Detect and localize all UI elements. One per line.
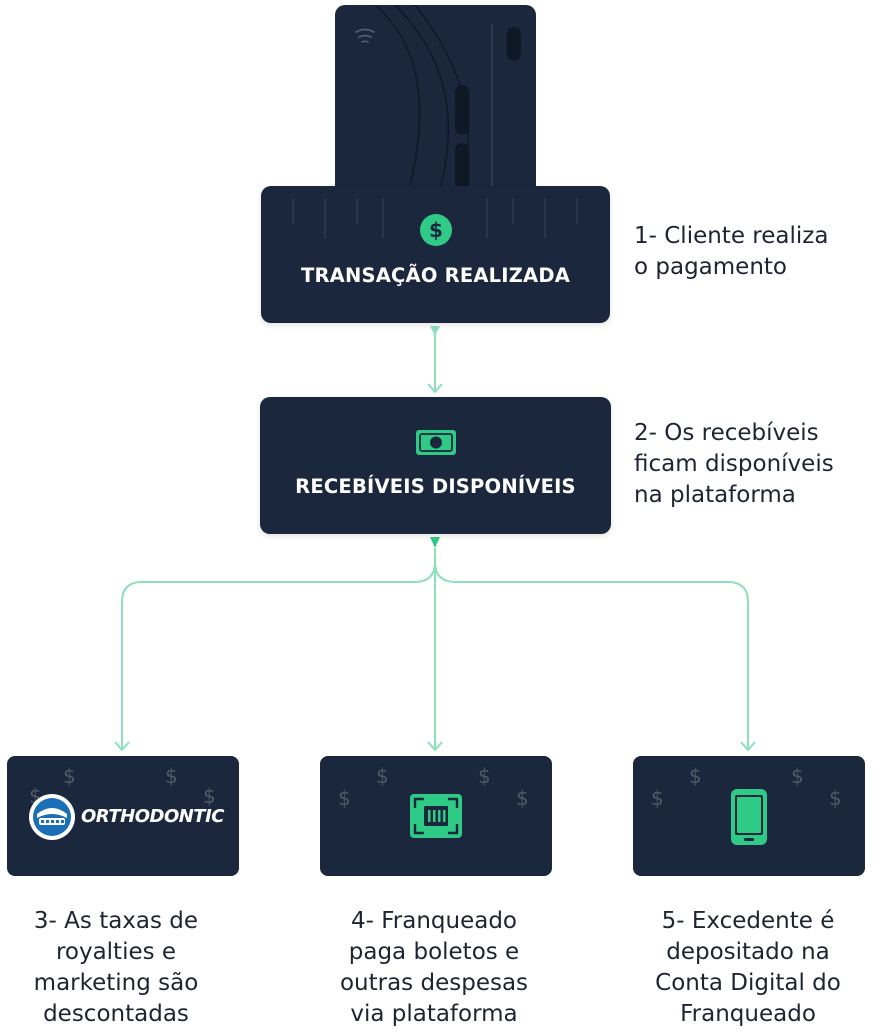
ruler-ticks <box>292 198 578 238</box>
step-4-note: 4- Franqueado paga boletos e outras desp… <box>339 908 529 1027</box>
dollar-decor-icon: $ <box>651 786 664 810</box>
dollar-decor-icon: $ <box>829 786 842 810</box>
receivables-step-box: RECEBÍVEIS DISPONÍVEIS <box>260 397 611 534</box>
step-1-note: 1- Cliente realiza o pagamento <box>634 223 829 280</box>
card-reader-illustration <box>355 5 521 205</box>
banknote-icon <box>416 430 456 455</box>
transaction-step-box: $ TRANSAÇÃO REALIZADA <box>261 186 610 323</box>
step-2-note: 2- Os recebíveis ficam disponíveis na pl… <box>634 420 834 508</box>
step-5-note: 5- Excedente é depositado na Conta Digit… <box>655 908 841 1027</box>
dollar-decor-icon: $ <box>165 764 178 788</box>
card-reader-device <box>335 5 536 205</box>
contactless-icon <box>355 28 375 43</box>
orthodontic-logo-text: ORTHODONTIC <box>81 806 225 827</box>
dollar-decor-icon: $ <box>689 764 702 788</box>
fees-card: $ $ $ $ ORTHODONTIC <box>7 756 239 876</box>
transaction-title: TRANSAÇÃO REALIZADA <box>300 264 571 287</box>
dollar-decor-icon: $ <box>203 784 216 808</box>
dollar-decor-icon: $ <box>376 764 389 788</box>
smartphone-icon <box>731 789 767 845</box>
dollar-decor-icon: $ <box>338 786 351 810</box>
step-3-note: 3- As taxas de royalties e marketing são… <box>33 908 199 1027</box>
svg-text:$: $ <box>429 218 443 242</box>
dollar-decor-icon: $ <box>63 764 76 788</box>
dollar-decor-icon: $ <box>516 786 529 810</box>
surplus-card: $ $ $ $ <box>633 756 865 876</box>
dollar-coin-icon: $ <box>420 214 452 246</box>
barcode-scan-icon <box>410 794 462 838</box>
bills-card: $ $ $ $ <box>320 756 552 876</box>
dollar-decor-icon: $ <box>478 764 491 788</box>
receivables-title: RECEBÍVEIS DISPONÍVEIS <box>295 475 576 498</box>
orthodontic-logo-icon <box>29 794 75 840</box>
dollar-decor-icon: $ <box>791 764 804 788</box>
